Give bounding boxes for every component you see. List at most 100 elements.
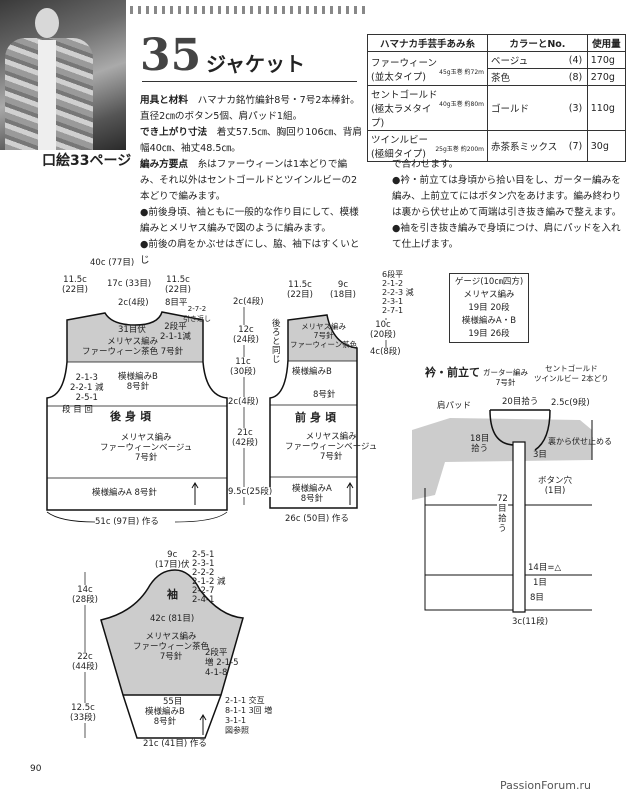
back-shoulder-label: 11.5c (22目) (165, 275, 191, 295)
front-pattern-a-label: 模様編みA 8号針 (292, 484, 332, 504)
size-label: でき上がり寸法 (140, 127, 208, 138)
instructions-left: 用具と材料 ハマナカ銘竹編針8号・7号2本棒針。直径2㎝のボタン5個、肩パッド1… (140, 93, 362, 269)
sleeve-arrow (199, 714, 207, 735)
back-short-row-label: 2-7-2 引き返し (183, 305, 211, 323)
shoulder-pad-label: 肩パッド (437, 401, 472, 411)
table-header: ハマナカ手芸手あみ糸カラーとNo.使用量 (367, 34, 627, 52)
band-stitch-label: 3目 (533, 450, 547, 460)
materials-label: 用具と材料 (140, 95, 188, 106)
buttonhole-label: ボタン穴 (1目) (538, 476, 573, 496)
front-yoke-shading (288, 315, 357, 361)
collar-body-outline (424, 420, 593, 611)
gauge-value: 19目 20段 (468, 303, 510, 313)
model-photo (0, 0, 126, 150)
front-section-lines (270, 360, 357, 478)
collar-neck-arc (489, 409, 551, 451)
amount: 110g (586, 85, 627, 131)
sleeve-pattern-b-label: 模様編みB 8号針 (145, 707, 185, 727)
table-row: 茶色(8)270g (368, 68, 627, 86)
instruction-bullet: ●衿・前立ては身頃から拾い目をし、ガーター編みを編み、上前立てにはボタン穴をあけ… (392, 175, 622, 218)
front-yoke-stitch-label: メリヤス編み 7号針 ファーウィーン茶色 (290, 322, 358, 349)
gauge-box: ゲージ(10㎝四方) メリヤス編み 19目 20段 模様編みA・B 19目 26… (449, 273, 529, 343)
sleeve-top-label: 9c (17目)伏 (155, 550, 190, 570)
gauge-stitch: メリヤス編み (463, 290, 515, 300)
back-neck-depth-label: 2c(4段) (118, 298, 149, 308)
collar-title: 衿・前立て (425, 366, 480, 379)
band-pickup-label: 72 目 拾 う (497, 494, 508, 534)
size-text: 着丈57.5㎝、胸回り106㎝、背肩幅40㎝、袖丈48.5㎝。 (140, 127, 362, 154)
ball-info: 45g玉巻 約72m (439, 68, 484, 76)
front-body-title: 前身頃 (295, 411, 340, 424)
instructions-right: で合わせます。 ●衿・前立ては身頃から拾い目をし、ガーター編みを編み、上前立てに… (392, 157, 622, 253)
arrow-front (346, 482, 354, 505)
title-rule (142, 81, 357, 82)
pattern-number: 35 (140, 30, 202, 81)
band-edge-label: 1目 (533, 578, 547, 588)
dim-label: 9.5c(25段) (228, 487, 273, 497)
front-body-outline (269, 314, 358, 509)
materials-text: ハマナカ銘竹編針8号・7号2本棒針。直径2㎝のボタン5個、肩パッド1組。 (140, 95, 360, 122)
decorative-border (130, 6, 365, 14)
sleeve-cuff-increase-label: 2-1-1 交互 8-1-1 3回 増 3-1-1 図参照 (225, 696, 273, 735)
sleeve-shading (101, 570, 243, 695)
sleeve-stitch-label: メリヤス編み ファーウィーン茶色 7号針 (133, 632, 210, 662)
sleeve-width-label: 42c (81目) (150, 614, 195, 624)
bindoff-note-label: 裏から伏せ止める (548, 437, 612, 446)
yarn-type: (並太タイプ) (371, 71, 426, 83)
instruction-bullet: ●前後身頃、袖ともに一般的な作り目にして、模様編みとメリヤス編みで図のように編み… (140, 207, 359, 234)
same-as-back-label: 後 ろ と 同 じ (272, 319, 281, 365)
back-cast-on-label: 51c (97目) 作る (95, 517, 159, 527)
sleeve-cap-decrease-label: 2-5-1 2-3-1 2-2-2 2-1-2 減 2-2-7 2-4-1 (192, 550, 226, 605)
back-yoke-stitch-label: メリヤス編み ファーウィーン茶色 7号針 (82, 337, 184, 357)
band-width-label: 3c(11段) (512, 617, 549, 627)
page-number: 90 (30, 764, 42, 774)
back-yoke-shading (67, 312, 203, 362)
front-neck-decrease-label: 6段平 2-1-2 2-2-3 減 2-3-1 2-7-1 (382, 270, 414, 315)
ball-info: 25g玉巻 約200m (435, 146, 484, 153)
back-shoulder-label: 11.5c (22目) (62, 275, 88, 295)
back-neck-decrease-label: 2段平 2-1-1減 (160, 322, 191, 342)
method-text: 糸はファーウィーンは1本どりで編み、それ以外はセントゴールドとツインルビーの2本… (140, 159, 358, 202)
front-band (512, 441, 526, 613)
gauge-stitch: 模様編みA・B (461, 316, 517, 326)
instruction-bullet: ●前後の肩をかぶせはぎにし、脇、袖下はすくいとじ (140, 239, 360, 266)
back-width-label: 40c (77目) (90, 258, 135, 268)
ball-info: 40g玉巻 約80m (439, 101, 484, 108)
collar-pickup-label: 20目拾う (502, 397, 539, 407)
back-bindoff-label: 31目伏 (118, 325, 146, 335)
band-bottom-label: 8目 (530, 593, 544, 603)
yarn-type: (極太ラメタイプ) (371, 104, 432, 129)
yarn-type: (極細タイプ) (371, 149, 426, 160)
back-neck-flat-label: 8目平 (165, 298, 188, 308)
arrow-back (191, 482, 199, 505)
sleeve-cuff-label: 12.5c (33段) (70, 703, 96, 723)
sleeve-increase-label: 2段平 増 2-1-5 4-1-8 (205, 648, 239, 678)
yarn-name: ファーウィーン (371, 57, 438, 69)
front-neck-width-label: 9c (18目) (330, 280, 356, 300)
yarn-name: ツインルビー (371, 135, 429, 146)
back-armhole-decrease-label: 2-1-3 2-2-1 減 2-5-1 (70, 373, 104, 403)
dim-label: 11c (30段) (230, 357, 256, 377)
color: 赤茶系ミックス (486, 130, 566, 162)
back-pattern-a-label: 模様編みA 8号針 (92, 488, 157, 498)
sleeve-stitches-label: 55目 (163, 697, 183, 707)
back-hem-bracket (46, 511, 228, 523)
dim-label: 12c (24段) (233, 325, 259, 345)
back-section-lines (47, 361, 227, 479)
method-label: 編み方要点 (140, 159, 188, 170)
back-body-title: 後身頃 (110, 410, 155, 423)
front-neck-depth-label: 10c (20段) (370, 320, 396, 340)
sleeve-cast-on-label: 21c (41目) 作る (143, 739, 207, 749)
buttonhole-spacing-label: 14目=△ (528, 563, 561, 573)
instruction-continued: で合わせます。 (392, 159, 459, 170)
sleeve-title: 袖 (167, 588, 182, 601)
sleeve-length-label: 22c (44段) (72, 652, 98, 672)
front-body-stitch-label: メリヤス編み ファーウィーンベージュ 7号針 (285, 432, 378, 462)
front-pattern-b-label: 模様編みB (292, 367, 332, 377)
sleeve-outline (100, 569, 244, 739)
back-body-outline (46, 311, 228, 511)
